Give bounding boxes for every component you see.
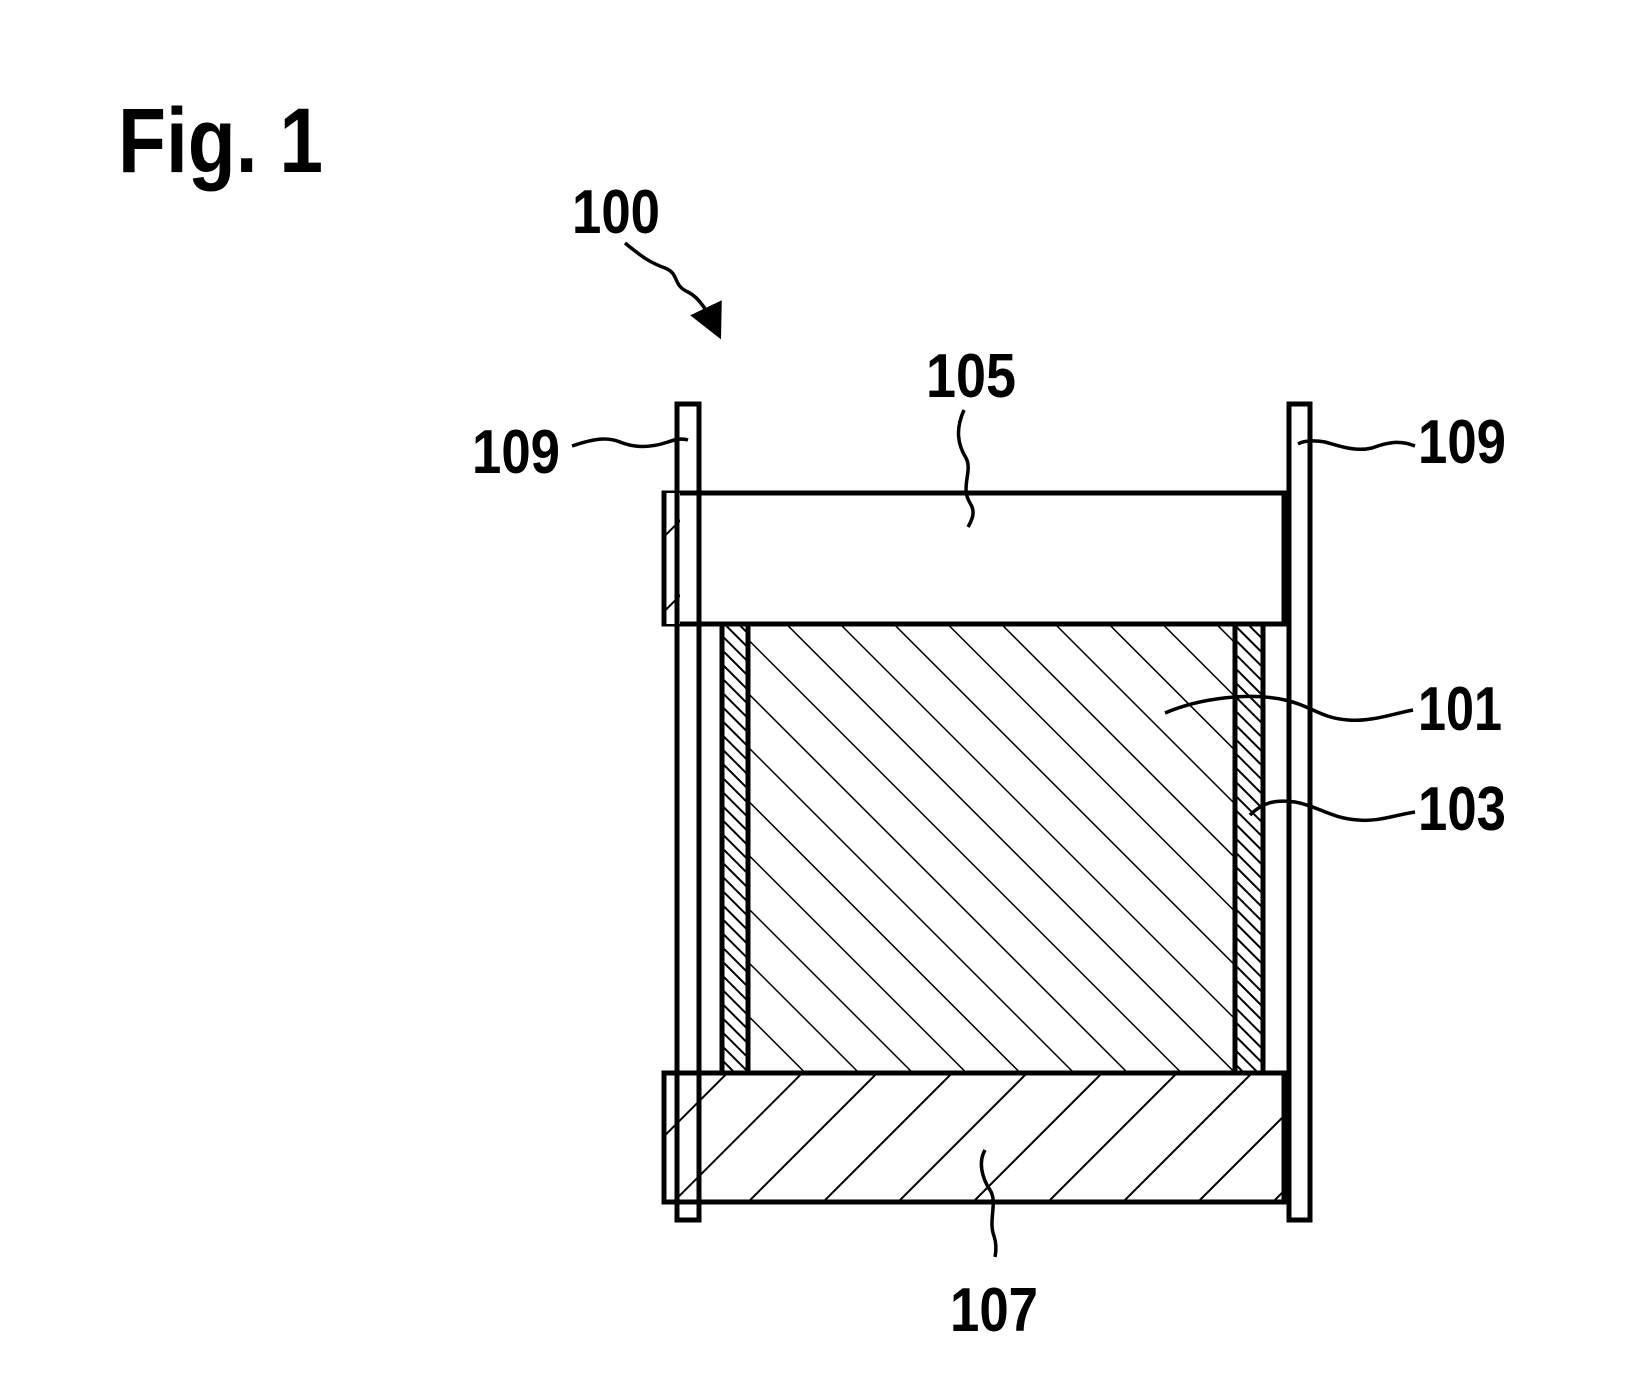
leader-101 [1164, 694, 1414, 723]
side-layer-103 [719, 621, 1266, 1076]
pin-left-109 [674, 401, 702, 1223]
leader-107 [979, 1149, 998, 1258]
leader-109-left [571, 437, 689, 449]
label-101: 101 [1418, 675, 1502, 744]
leader-100 [623, 241, 722, 340]
core-101 [745, 621, 1238, 1076]
label-105: 105 [926, 342, 1016, 411]
label-107: 107 [950, 1276, 1038, 1345]
figure-title: Fig. 1 [118, 90, 323, 192]
pin-right-109 [1286, 401, 1313, 1223]
leader-103 [1248, 799, 1416, 823]
bottom-plate-107 [661, 1070, 1287, 1205]
label-100: 100 [572, 178, 660, 247]
label-109-left: 109 [472, 418, 560, 487]
leader-105 [956, 409, 975, 528]
label-103: 103 [1418, 775, 1506, 844]
label-109-right: 109 [1418, 408, 1506, 477]
leader-109-right [1297, 439, 1416, 452]
